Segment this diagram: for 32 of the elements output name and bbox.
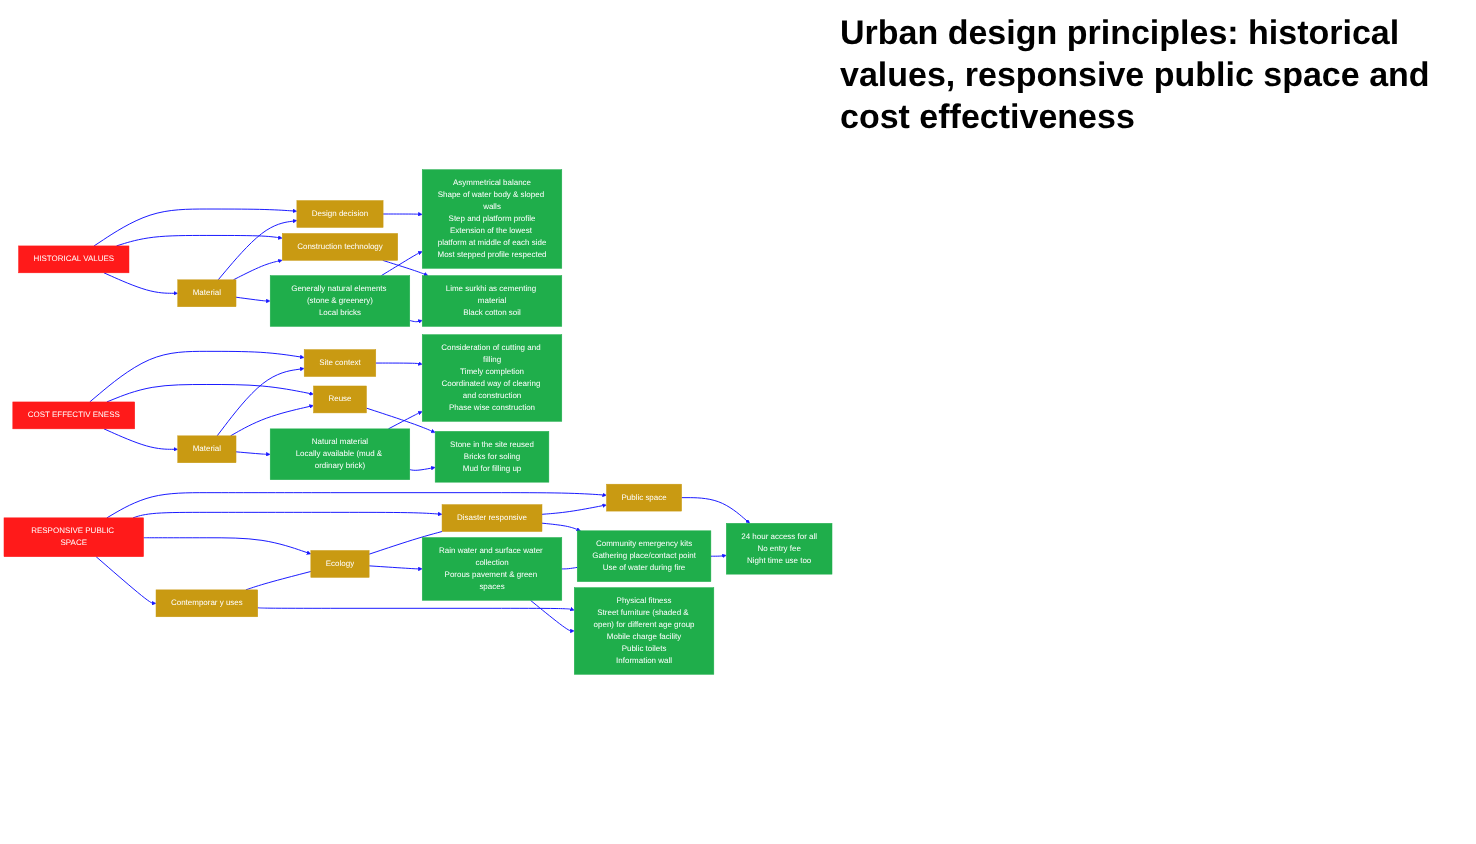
node-box <box>422 275 563 327</box>
node-box <box>3 517 144 557</box>
node-box <box>12 401 135 430</box>
node-box <box>177 435 237 463</box>
node-box <box>606 483 682 512</box>
node-box <box>422 537 563 601</box>
node-box <box>269 428 410 480</box>
arrow <box>530 599 575 634</box>
node-box <box>422 169 563 269</box>
node-box <box>310 550 370 578</box>
node-box <box>155 589 258 618</box>
node-box <box>441 504 543 532</box>
node-box <box>177 279 237 307</box>
node-box <box>434 431 550 483</box>
node-box <box>726 523 833 575</box>
connector <box>561 566 578 570</box>
arrow <box>257 606 575 612</box>
node-box <box>296 200 384 228</box>
node-box <box>313 385 367 414</box>
node-box <box>18 245 130 274</box>
diagram-title: Urban design principles: historical values, responsive public space and cost effectiveness <box>840 12 1432 138</box>
node-box <box>574 587 715 675</box>
connector <box>368 531 443 555</box>
arrow <box>409 465 436 471</box>
node-box <box>422 334 563 422</box>
node-box <box>303 349 377 377</box>
node-box <box>282 233 398 261</box>
arrow <box>235 451 271 457</box>
node-box <box>269 275 410 327</box>
connector <box>245 571 312 591</box>
arrow <box>235 296 271 304</box>
node-box <box>576 530 712 582</box>
